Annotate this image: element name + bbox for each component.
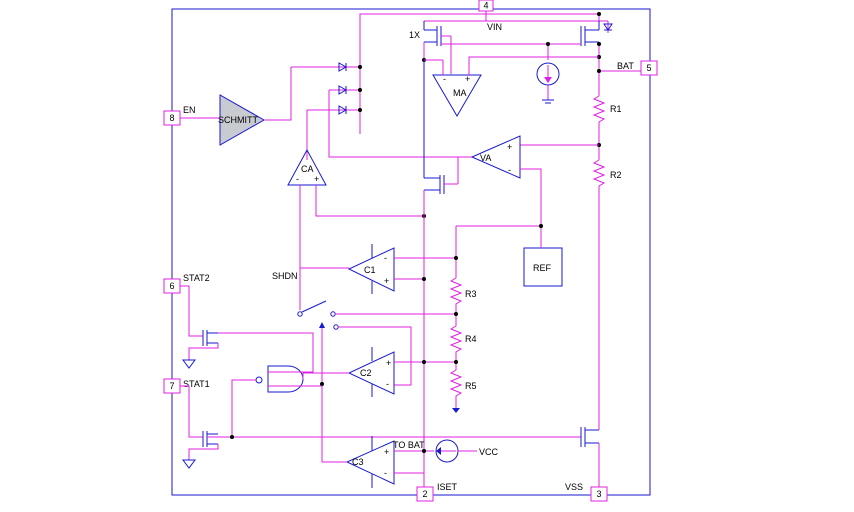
pin-2-number: 2 [422,489,427,499]
vin-network [359,11,609,134]
pin-vin-label: VIN [487,22,502,32]
r3-label: R3 [465,289,477,299]
chip-boundary [171,8,651,496]
bat-current-source [536,62,560,104]
r2-label: R2 [610,170,622,180]
c2-minus: - [386,379,389,389]
c3-plus: + [384,447,389,457]
pin-3: 3 [590,486,608,502]
r5-label: R5 [465,381,477,391]
resistor-r5 [449,362,463,413]
pin-stat1-label: STAT1 [183,379,210,389]
pin-8-number: 8 [169,113,174,123]
ma-plus: + [465,74,470,84]
ca-label: CA [301,164,314,174]
c1-minus: - [384,253,387,263]
pin-5-number: 5 [646,63,651,73]
ref-label: REF [533,263,552,273]
shdn-label: SHDN [272,271,298,281]
pin-en-label: EN [183,105,196,115]
pin-2: 2 [416,486,434,502]
c3-minus: - [384,468,387,478]
c2-comparator: C2 + - [347,347,395,397]
c3-comparator: C3 + - [345,436,395,488]
pin-6-number: 6 [169,281,174,291]
schmitt-trigger: SCHMITT [218,94,266,146]
ref-block: REF [523,247,563,287]
diode-2 [329,85,360,95]
c1-comparator: C1 - + [347,244,395,294]
mirror-transistor-1x [423,21,452,60]
r1-label: R1 [610,104,622,114]
resistor-r1 [592,95,606,160]
c1-plus: + [384,276,389,286]
pin-7: 7 [163,378,181,394]
pin-5: 5 [640,60,658,76]
va-amplifier: VA + - [470,135,521,179]
r4-label: R4 [465,334,477,344]
ma-label: MA [453,88,467,98]
pin-vss-label: VSS [565,482,583,492]
diode-3 [307,105,360,115]
pin-7-number: 7 [169,381,174,391]
ca-minus: - [296,174,299,184]
pin-8: 8 [163,110,181,126]
pin-6: 6 [163,278,181,294]
c1-label: C1 [364,265,376,275]
resistor-r4 [449,312,463,362]
nand-gate [255,365,304,393]
pin-bat-label: BAT [617,61,634,71]
pin-3-number: 3 [596,489,601,499]
ca-plus: + [314,174,319,184]
stat2-transistor [180,285,314,369]
va-minus: - [508,165,511,175]
resistor-r3 [449,277,463,312]
vcc-label: VCC [479,447,499,457]
diode-1 [291,62,360,72]
va-output-transistor [424,157,459,194]
pin-iset-label: ISET [437,482,458,492]
va-label: VA [480,153,491,163]
ma-minus: - [443,74,446,84]
va-plus: + [507,142,512,152]
c2-label: C2 [360,368,372,378]
schmitt-label: SCHMITT [218,115,258,125]
pin-4: 4 [478,0,494,12]
c3-label: C3 [352,457,364,467]
vcc-current-source [435,439,477,463]
shdn-switch [297,300,339,330]
ca-amplifier: CA - + [287,148,327,186]
pin-4-number: 4 [483,1,488,11]
ma-amplifier: MA - + [432,74,482,117]
bat-power-transistor [580,21,613,46]
resistor-r2 [592,159,606,420]
mirror-label: 1X [409,30,420,40]
to-bat-label: TO BAT [393,440,425,450]
vss-transistor [580,420,600,487]
pin-stat2-label: STAT2 [183,273,210,283]
c2-plus: + [386,358,391,368]
stat1-transistor [180,385,219,469]
